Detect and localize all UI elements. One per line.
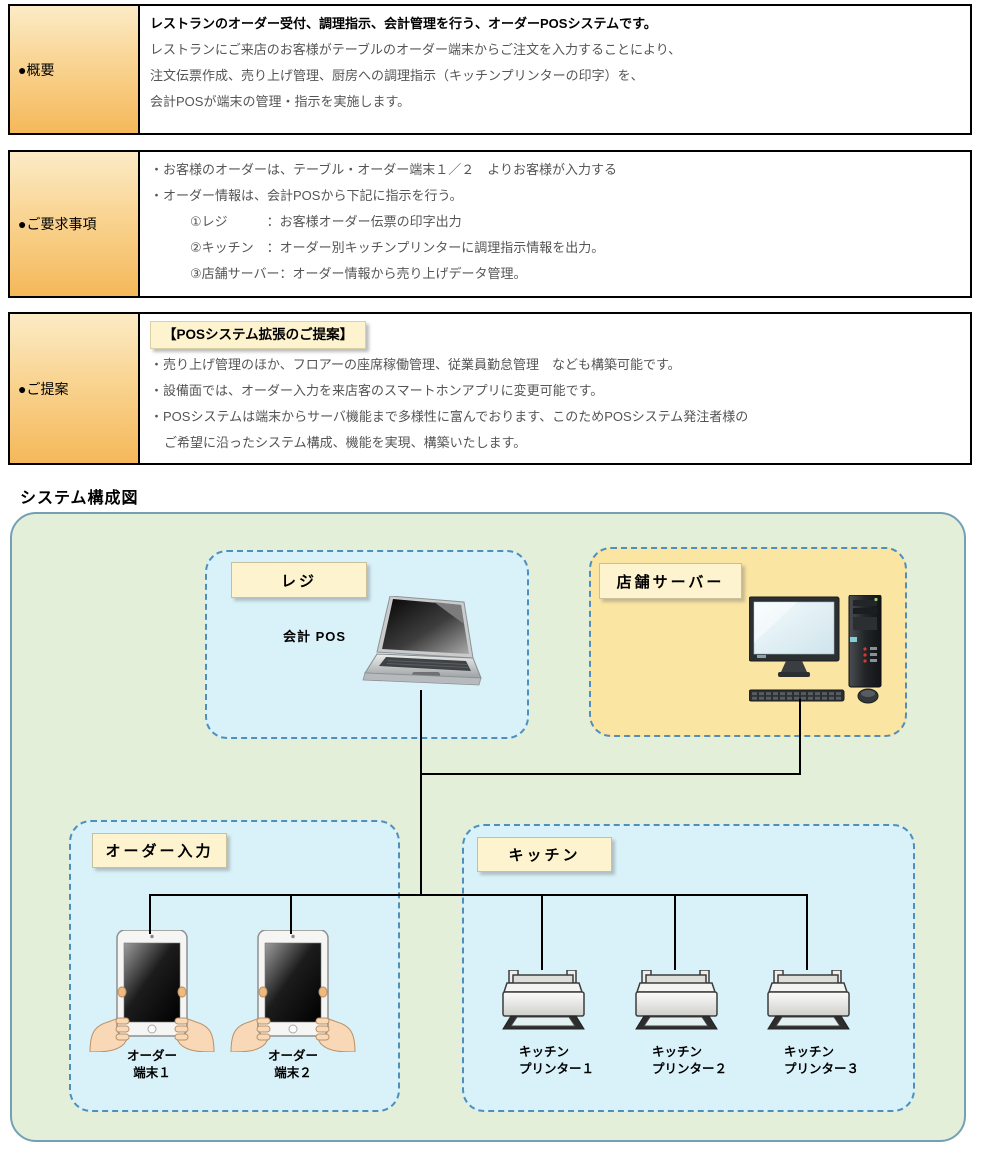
kitchen-printer-1-icon <box>502 970 585 1030</box>
order-terminal-1-tablet-icon <box>89 930 215 1052</box>
kitchen-printer-2-caption: キッチン プリンター２ <box>652 1045 728 1076</box>
kitchen-group-box: キッチン <box>462 824 915 1112</box>
overview-label: ●概要 <box>10 6 140 133</box>
proposal-highlight-chip: 【POSシステム拡張のご提案】 <box>150 321 367 349</box>
requirements-label: ●ご要求事項 <box>10 152 140 296</box>
requirements-item-register: ①レジ ：お客様オーダー伝票の印字出力 <box>190 214 462 229</box>
server-group-label: 店舗サーバー <box>599 563 742 599</box>
register-group-box: レジ 会計 POS <box>205 550 529 739</box>
register-group-label: レジ <box>231 562 367 598</box>
overview-line: 会計POSが端末の管理・指示を実施します。 <box>150 94 411 109</box>
requirements-line: ・お客様のオーダーは、テーブル・オーダー端末１／２ よりお客様が入力する <box>150 162 617 177</box>
requirements-table: ●ご要求事項 ・お客様のオーダーは、テーブル・オーダー端末１／２ よりお客様が入… <box>8 150 972 298</box>
proposal-table: ●ご提案 【POSシステム拡張のご提案】 ・売り上げ管理のほか、フロアーの座席稼… <box>8 312 972 465</box>
kitchen-group-label: キッチン <box>477 837 612 872</box>
proposal-line: ご希望に沿ったシステム構成、機能を実現、構築いたします。 <box>164 435 527 450</box>
kitchen-printer-3-icon <box>767 970 850 1030</box>
proposal-line: ・売り上げ管理のほか、フロアーの座席稼働管理、従業員勤怠管理 なども構築可能です… <box>150 357 681 372</box>
kitchen-printer-2-icon <box>635 970 718 1030</box>
proposal-label: ●ご提案 <box>10 314 140 463</box>
proposal-line: ・設備面では、オーダー入力を来店客のスマートホンアプリに変更可能です。 <box>150 383 604 398</box>
order-input-group-box: オーダー入力 <box>69 820 400 1112</box>
proposal-line: ・POSシステムは端末からサーバ機能まで多様性に富んでおります、このためPOSシ… <box>150 409 749 424</box>
diagram-heading: システム構成図 <box>20 490 139 507</box>
overview-title: レストランのオーダー受付、調理指示、会計管理を行う、オーダーPOSシステムです。 <box>150 16 657 31</box>
system-diagram-canvas: レジ 会計 POS 店舗サーバー <box>10 512 966 1142</box>
proposal-content: 【POSシステム拡張のご提案】 ・売り上げ管理のほか、フロアーの座席稼働管理、従… <box>140 314 970 463</box>
order-terminal-2-caption: オーダー 端末２ <box>267 1049 318 1080</box>
order-input-group-label: オーダー入力 <box>92 833 227 868</box>
requirements-content: ・お客様のオーダーは、テーブル・オーダー端末１／２ よりお客様が入力する ・オー… <box>140 152 970 296</box>
overview-table: ●概要 レストランのオーダー受付、調理指示、会計管理を行う、オーダーPOSシステ… <box>8 4 972 135</box>
kitchen-printer-1-caption: キッチン プリンター１ <box>519 1045 595 1076</box>
server-group-box: 店舗サーバー <box>589 547 907 737</box>
requirements-item-server: ③店舗サーバー：オーダー情報から売り上げデータ管理。 <box>190 266 527 281</box>
requirements-item-kitchen: ②キッチン ：オーダー別キッチンプリンターに調理指示情報を出力。 <box>190 240 605 255</box>
overview-line: レストランにご来店のお客様がテーブルのオーダー端末からご注文を入力することにより… <box>150 42 682 57</box>
desktop-computer-icon <box>749 595 882 704</box>
overview-content: レストランのオーダー受付、調理指示、会計管理を行う、オーダーPOSシステムです。… <box>140 6 970 133</box>
kitchen-printer-3-caption: キッチン プリンター３ <box>784 1045 860 1076</box>
requirements-line: ・オーダー情報は、会計POSから下記に指示を行う。 <box>150 188 463 203</box>
order-terminal-2-tablet-icon <box>230 930 356 1052</box>
order-terminal-1-caption: オーダー 端末１ <box>126 1049 177 1080</box>
accounting-pos-label: 会計 POS <box>283 629 347 644</box>
laptop-icon <box>362 596 482 686</box>
overview-line: 注文伝票作成、売り上げ管理、厨房への調理指示（キッチンプリンターの印字）を、 <box>150 68 644 83</box>
